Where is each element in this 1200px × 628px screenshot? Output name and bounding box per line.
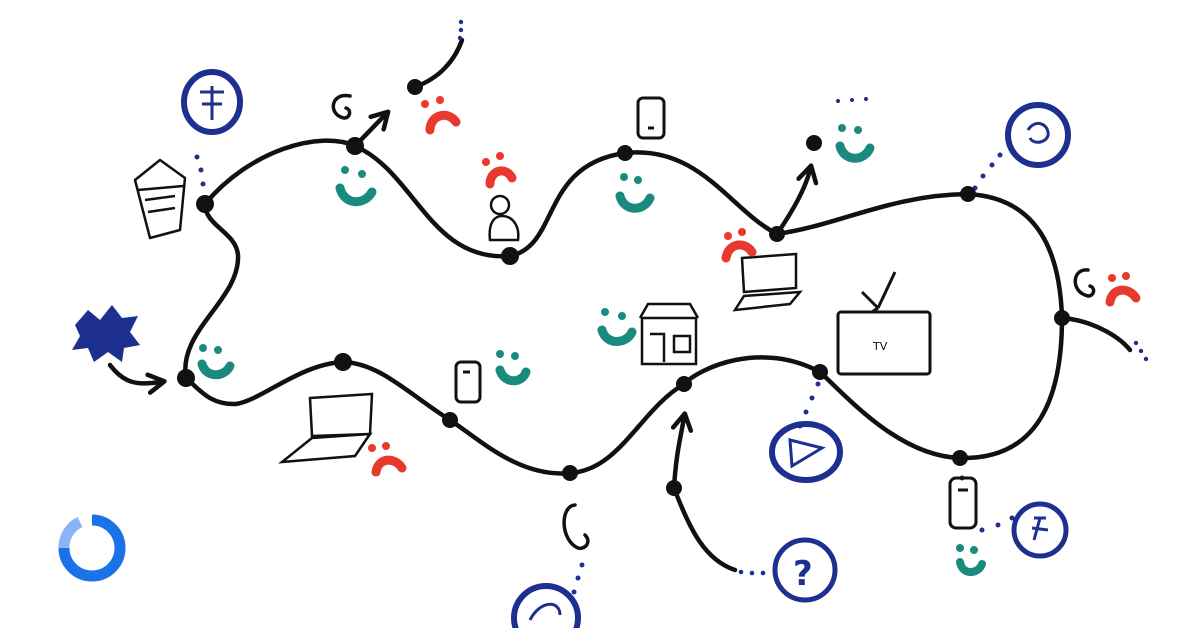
sad-faces: [368, 96, 1141, 477]
sad-face: [482, 152, 517, 189]
tv-label: TV: [872, 340, 888, 353]
channel-badge-bottom-right: [1011, 501, 1069, 559]
mobile-icon: [636, 96, 666, 140]
phone-call-icon-3: [1073, 268, 1096, 298]
phone-call-icon-2: [562, 503, 590, 551]
happy-faces: [197, 124, 986, 576]
laptop-icon-2: [278, 392, 374, 464]
customer-icon: [488, 194, 520, 242]
happy-face: [197, 344, 235, 380]
channel-badge-video: [769, 421, 843, 483]
channel-badge-bottom-center: [511, 583, 581, 628]
channel-badge-top-left: [181, 69, 243, 135]
happy-face: [956, 544, 986, 576]
help-label: ?: [793, 554, 813, 594]
sad-face: [721, 228, 757, 263]
mobile-icon-3: [948, 476, 978, 530]
journey-nodes: [177, 79, 1070, 496]
store-icon: [133, 158, 187, 240]
tv-icon: TV: [836, 271, 932, 376]
happy-face: [495, 350, 531, 386]
dotted-connectors: [194, 19, 1149, 595]
sad-face: [368, 442, 407, 477]
sad-face: [1105, 272, 1141, 307]
help-icon: ?: [772, 537, 838, 603]
channel-badge-top-right: [1005, 102, 1071, 168]
start-burst-icon: [72, 305, 140, 362]
happy-face: [615, 173, 655, 213]
happy-face: [597, 308, 637, 346]
phone-call-icon: [331, 93, 352, 120]
sad-face: [421, 96, 461, 135]
store-icon-center: [638, 302, 700, 366]
happy-face: [835, 124, 875, 163]
mobile-icon-2: [454, 360, 482, 404]
happy-face: [335, 166, 377, 207]
laptop-icon: [732, 252, 803, 312]
brand-logo: [58, 514, 126, 582]
